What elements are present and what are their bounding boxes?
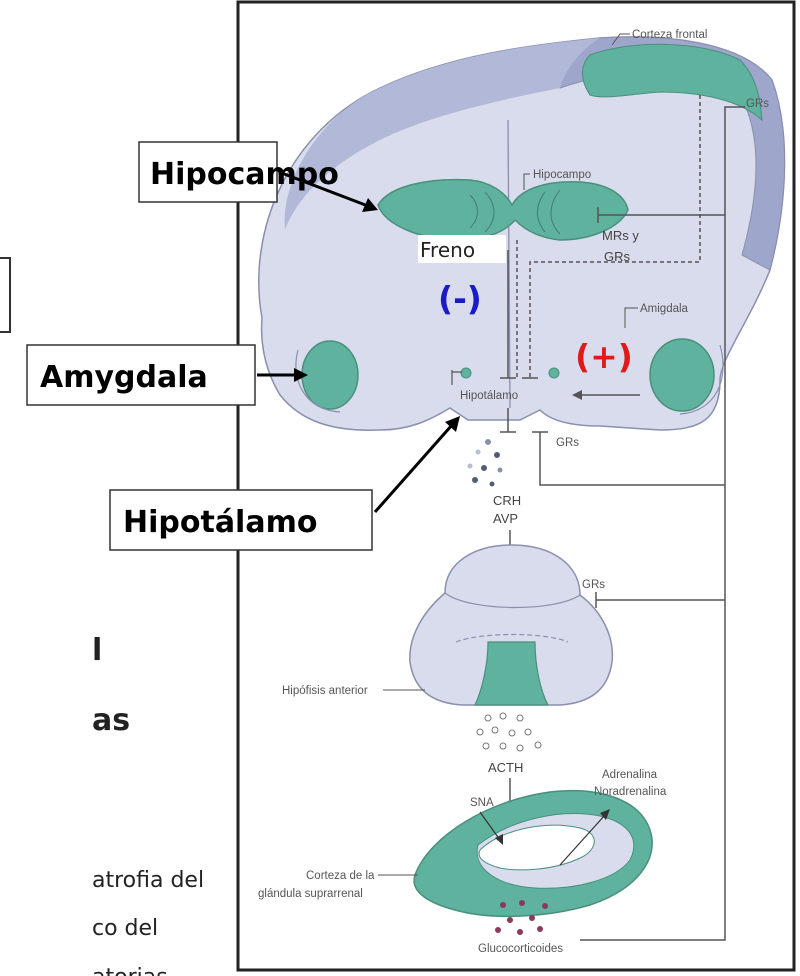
label-amigdala-small: Amigdala (640, 303, 689, 315)
crh-dots (468, 439, 503, 487)
label-glandula: glándula suprarrenal (258, 888, 363, 900)
label-noradrenalina: Noradrenalina (594, 786, 667, 798)
label-hipotalamo-small: Hipotálamo (460, 390, 518, 402)
label-hipocampo-small: Hipocampo (533, 169, 591, 181)
bg-text-line-5: atorias (92, 965, 168, 976)
label-grs-hypo: GRs (556, 437, 579, 449)
bg-box-fragment (0, 258, 10, 332)
label-grs-top: GRs (746, 98, 769, 110)
label-acth: ACTH (488, 760, 523, 775)
label-avp: AVP (493, 511, 518, 526)
label-freno: Freno (420, 238, 475, 262)
label-sna: SNA (470, 797, 494, 809)
callout-text-hipotalamo: Hipotálamo (123, 505, 317, 540)
bg-text-line-1: l (92, 633, 102, 668)
label-adrenalina: Adrenalina (602, 769, 658, 781)
callout-arrow-hipotalamo (375, 425, 452, 512)
adrenal-section (414, 791, 652, 917)
acth-dots (477, 713, 541, 751)
pituitary-section (410, 545, 613, 705)
label-corteza-de-la: Corteza de la (306, 870, 375, 882)
label-plus: (+) (575, 337, 633, 376)
amygdala-right (650, 339, 714, 411)
hypothalamus-dot-right (549, 368, 559, 378)
label-grs-pituitary: GRs (582, 579, 605, 591)
label-crh: CRH (493, 493, 521, 508)
callout-hipotalamo: Hipotálamo (110, 416, 460, 550)
label-corteza-frontal: Corteza frontal (632, 29, 707, 41)
bg-text-line-2: as (92, 703, 130, 738)
label-minus: (-) (438, 279, 482, 318)
label-mrs-y: MRs y (602, 228, 639, 243)
callout-text-hipocampo: Hipocampo (150, 157, 339, 192)
bg-text-line-4: co del (92, 916, 158, 941)
callout-text-amygdala: Amygdala (40, 360, 208, 395)
bg-text-line-3: atrofia del (92, 868, 204, 893)
hypothalamus-dot-left (461, 368, 471, 378)
amygdala-left (302, 341, 358, 409)
label-hipofisis: Hipófisis anterior (282, 685, 368, 697)
label-glucocorticoides: Glucocorticoides (478, 943, 563, 955)
background-slide-text: l as atrofia del co del atorias (92, 633, 204, 976)
brain-section (259, 37, 785, 430)
